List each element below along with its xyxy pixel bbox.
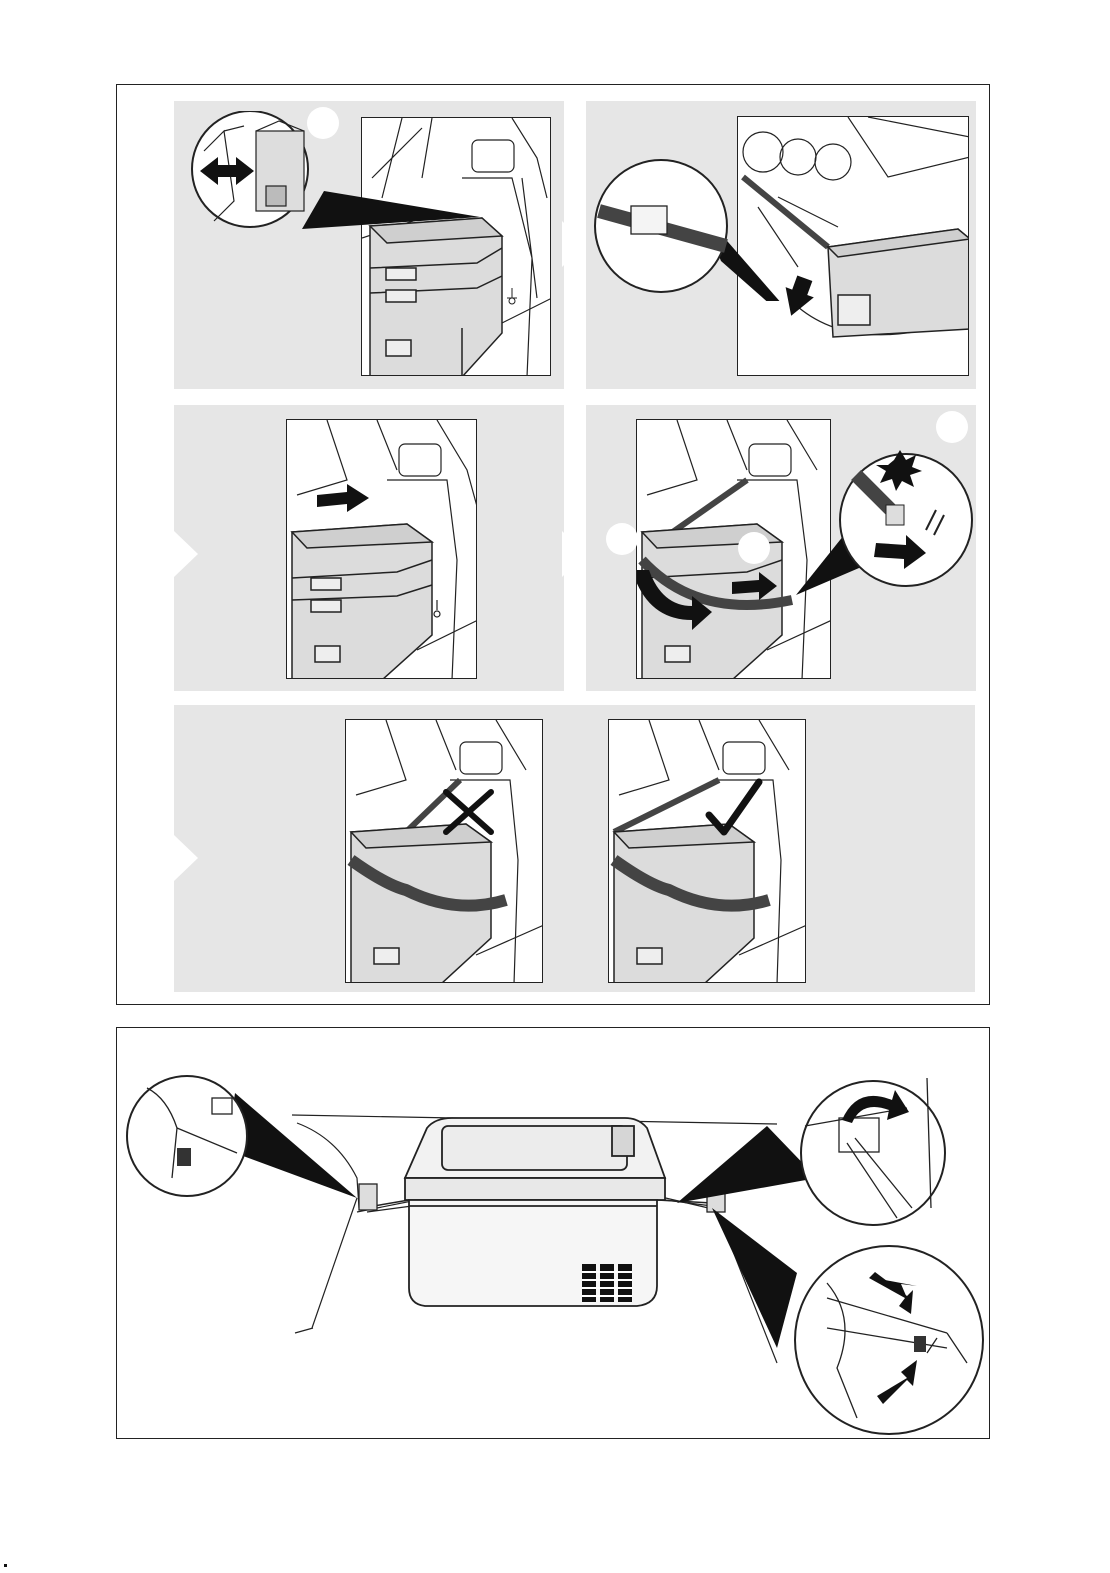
step-panel-1 [174,101,564,389]
strap-clip-callout-icon [591,151,831,301]
tie-down-illustration [117,1028,991,1440]
correct-check-icon [709,782,759,832]
page-mark [4,1564,7,1567]
step-panel-2 [586,101,976,389]
next-step-chevron-icon [174,835,198,881]
next-step-chevron-icon [562,531,586,577]
step-number-circle [606,523,638,555]
zoom-callout-icon [184,111,484,241]
figure-bottom [116,1027,990,1439]
anchor-callout-left-icon [127,1076,247,1196]
press-arrows-callout-icon [795,1246,983,1434]
right-arrow-icon [317,484,369,512]
step-panel-3 [174,405,564,691]
buckle-click-callout-icon [776,435,976,605]
step-panel-4 [586,405,976,691]
figure-top [116,84,990,1005]
car-seat-illustration [286,419,477,679]
step-number-circle [738,532,770,564]
incorrect-installation-illustration [345,719,543,983]
correct-installation-illustration [608,719,806,983]
next-step-chevron-icon [174,531,198,577]
step-panel-5 [174,705,975,992]
next-step-chevron-icon [562,221,586,267]
